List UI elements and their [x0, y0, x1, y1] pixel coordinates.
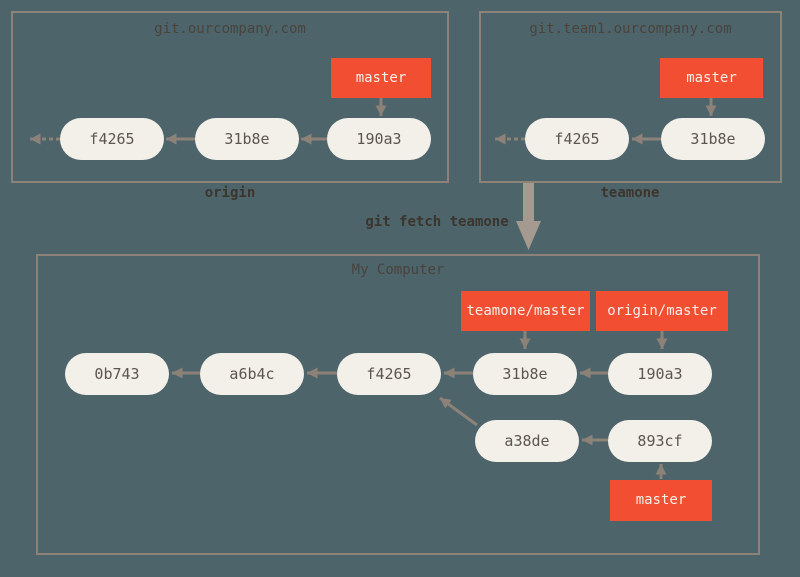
origin-master-branch-label: master [331, 58, 431, 98]
origin-server-title: git.ourcompany.com [154, 21, 306, 37]
my-computer-title: My Computer [351, 262, 445, 278]
origin-commit-node-f4265: f4265 [60, 118, 164, 160]
my-computer-box [36, 254, 760, 555]
local-master-branch-label: master [610, 480, 712, 521]
local-commit-node-0b743: 0b743 [65, 353, 169, 395]
local-origin-master-label: origin/master [596, 291, 728, 331]
local-teamone-master-label: teamone/master [461, 291, 590, 331]
teamone-remote-name: teamone [600, 185, 660, 201]
teamone-commit-node-f4265: f4265 [525, 118, 629, 160]
local-commit-node-a6b4c: a6b4c [200, 353, 304, 395]
local-commit-node-190a3: 190a3 [608, 353, 712, 395]
fetch-arrow [516, 182, 541, 250]
teamone-master-branch-label: master [660, 58, 763, 98]
origin-remote-name: origin [204, 185, 256, 201]
local-arrow-a38de-to-f4265 [439, 396, 478, 427]
teamone-commit-node-31b8e: 31b8e [661, 118, 765, 160]
local-commit-node-31b8e: 31b8e [473, 353, 577, 395]
teamone-server-title: git.team1.ourcompany.com [529, 21, 732, 37]
local-commit-node-a38de: a38de [475, 420, 579, 462]
local-commit-node-893cf: 893cf [608, 420, 712, 462]
teamone-server-box [479, 11, 782, 183]
local-commit-node-f4265: f4265 [337, 353, 441, 395]
origin-server-box [11, 11, 449, 183]
origin-commit-node-31b8e: 31b8e [195, 118, 299, 160]
fetch-command-caption: git fetch teamone [365, 214, 509, 230]
origin-commit-node-190a3: 190a3 [327, 118, 431, 160]
